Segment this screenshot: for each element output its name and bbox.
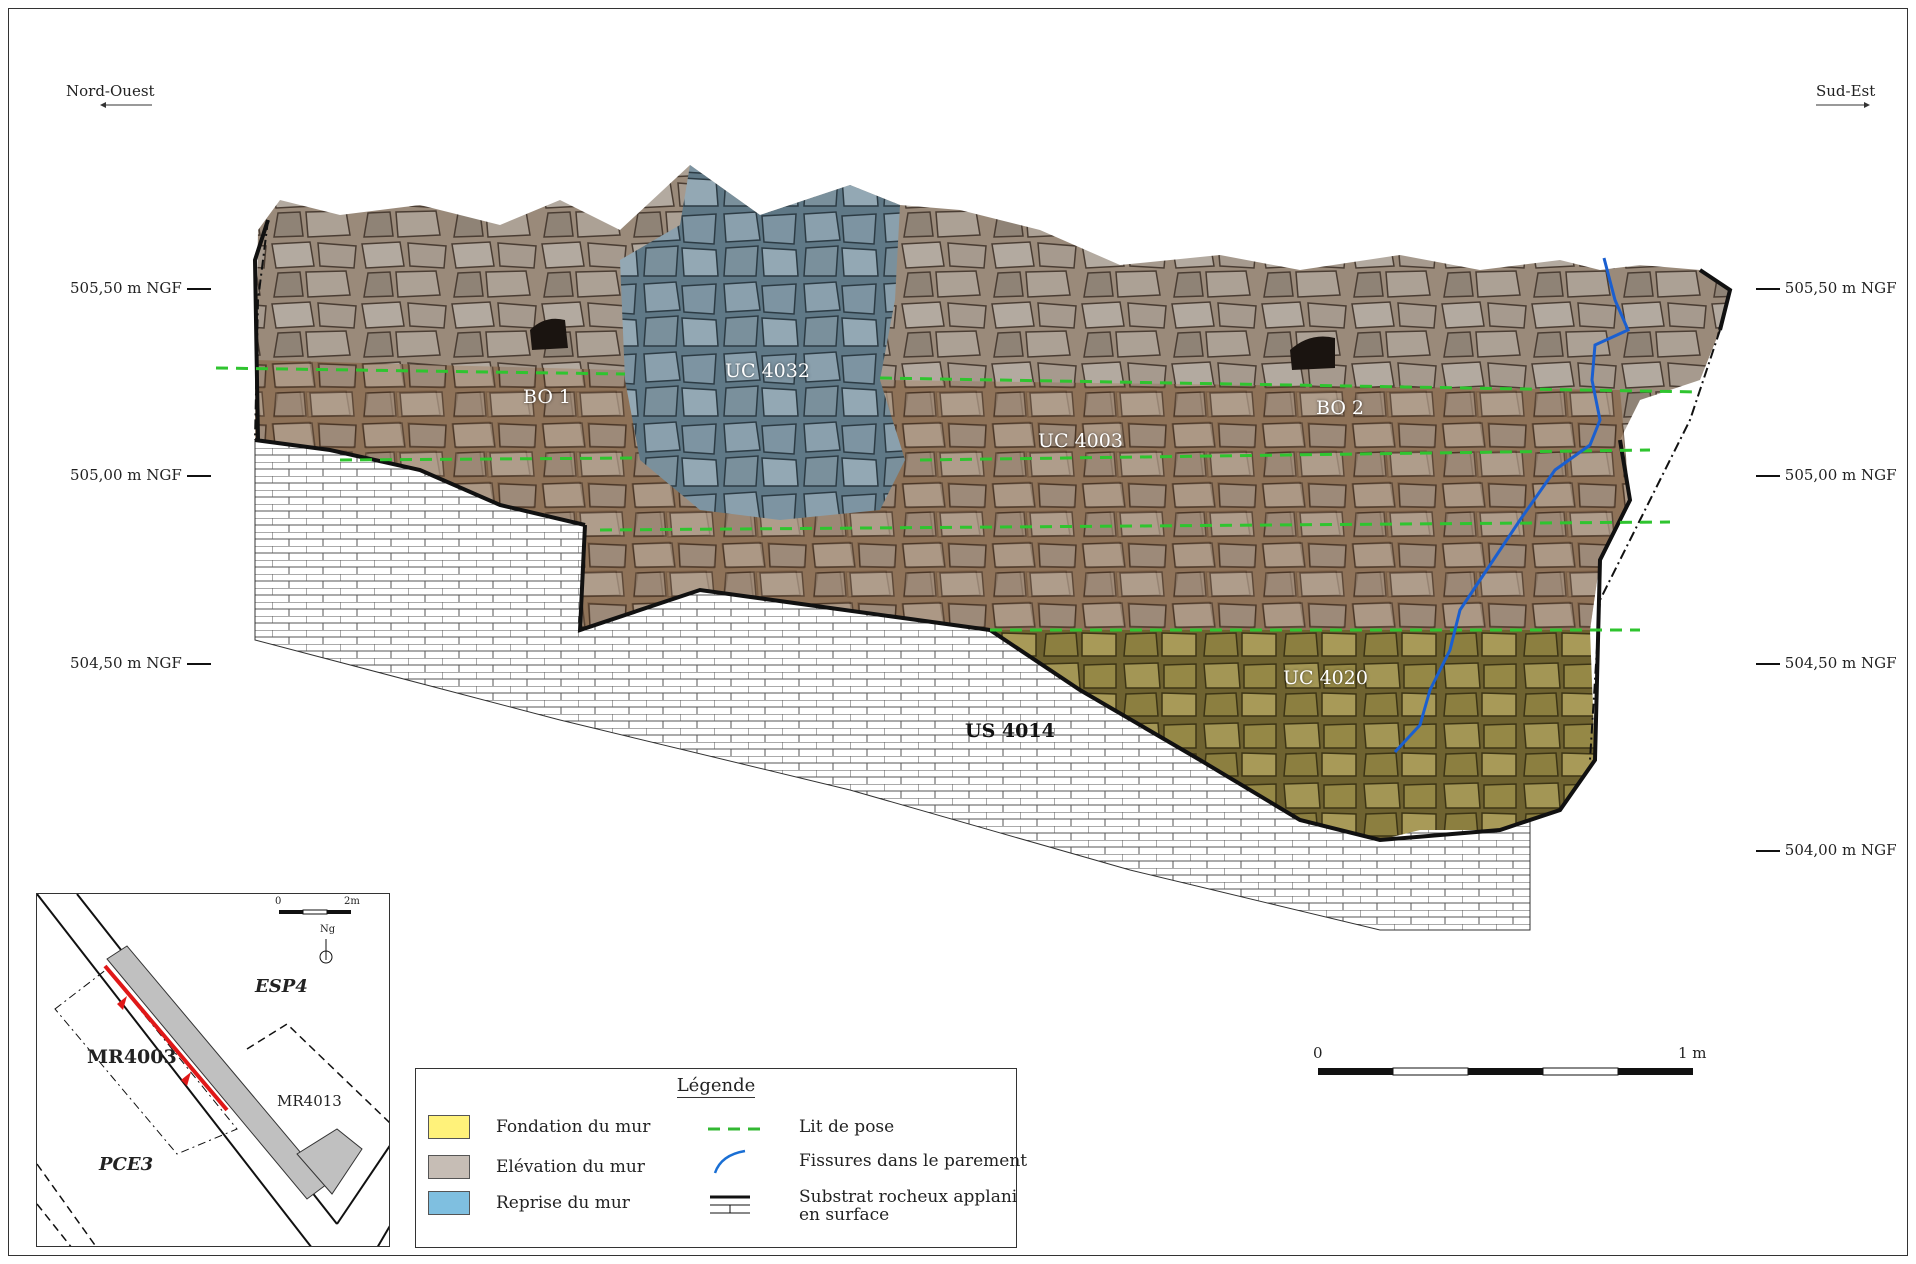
legend-swatch-elevation	[428, 1155, 470, 1179]
legend-label-crack: Fissures dans le parement	[799, 1151, 1028, 1171]
section-line	[103, 964, 229, 1112]
inset-scale-start: 0	[275, 896, 282, 907]
section-arrow-icon	[117, 996, 127, 1010]
direction-northwest: Nord-Ouest	[66, 82, 156, 110]
inset-north-label: Ng	[320, 924, 336, 935]
altitude-tick	[1756, 850, 1780, 852]
altitude-left-2-text: 505,00 m NGF	[70, 466, 182, 484]
altitude-left-2: 505,00 m NGF	[70, 466, 211, 484]
wall-foundation	[990, 630, 1595, 840]
legend-swatch-foundation	[428, 1115, 470, 1139]
wall-repair-section	[620, 165, 905, 520]
label-bo1: BO 1	[523, 386, 572, 408]
wall-mr4013-plan	[296, 1128, 363, 1195]
bedding-line-2	[879, 376, 1701, 394]
altitude-tick	[186, 663, 211, 665]
inset-label-mr4013: MR4013	[277, 1092, 342, 1110]
wall-outline-dashdot	[254, 219, 1721, 761]
label-us4014: US 4014	[965, 720, 1055, 742]
bedding-line-1	[215, 366, 626, 376]
altitude-right-1-text: 505,50 m NGF	[1784, 279, 1897, 297]
direction-southeast: Sud-Est	[1816, 82, 1876, 110]
altitude-right-2: 505,00 m NGF	[1756, 466, 1897, 484]
crack-line	[1393, 257, 1630, 754]
wall-outline	[252, 219, 1733, 843]
legend: Légende Fondation du mur Elévation du mu…	[415, 1068, 1027, 1248]
inset-scale-end: 2m	[344, 896, 360, 907]
legend-bedrock-icon	[710, 1195, 750, 1214]
legend-title: Légende	[416, 1075, 1016, 1098]
altitude-tick	[186, 288, 211, 290]
legend-label-bedrock-2: en surface	[799, 1205, 890, 1225]
beam-hole-2	[1290, 336, 1335, 370]
section-arrow-icon	[181, 1072, 191, 1086]
bedding-lines	[215, 366, 1701, 632]
scale-start-label: 0	[1313, 1044, 1323, 1062]
inset-label-pce3: PCE3	[99, 1154, 154, 1175]
arrow-left-icon	[100, 102, 152, 108]
label-bo2: BO 2	[1316, 397, 1365, 419]
beam-hole-1	[530, 318, 568, 350]
legend-label-elevation: Elévation du mur	[496, 1157, 645, 1177]
altitude-right-2-text: 505,00 m NGF	[1784, 466, 1897, 484]
legend-swatch-repair	[428, 1191, 470, 1215]
altitude-tick	[1756, 288, 1780, 290]
altitude-right-3: 504,50 m NGF	[1756, 654, 1897, 672]
altitude-right-4-text: 504,00 m NGF	[1784, 841, 1897, 859]
figure-frame	[8, 8, 1908, 1256]
label-uc4003: UC 4003	[1038, 430, 1123, 452]
altitude-right-4: 504,00 m NGF	[1756, 841, 1897, 859]
legend-label-repair: Reprise du mur	[496, 1193, 630, 1213]
scale-bar	[1318, 1067, 1693, 1076]
legend-crack-icon	[713, 1149, 746, 1174]
altitude-tick	[186, 475, 211, 477]
location-plan-drawing	[37, 894, 389, 1246]
altitude-left-3-text: 504,50 m NGF	[70, 654, 182, 672]
bedding-line-4	[919, 448, 1651, 462]
legend-label-foundation: Fondation du mur	[496, 1117, 651, 1137]
label-uc4020: UC 4020	[1283, 667, 1368, 689]
inset-label-esp4: ESP4	[255, 976, 308, 997]
bedding-line-5	[599, 520, 1671, 532]
inset-label-mr4003: MR4003	[87, 1046, 177, 1068]
arrow-right-icon	[1816, 102, 1870, 108]
bedding-line-3	[339, 456, 641, 462]
altitude-tick	[1756, 475, 1780, 477]
altitude-left-3: 504,50 m NGF	[70, 654, 211, 672]
scale-end-label: 1 m	[1678, 1044, 1707, 1062]
legend-title-text: Légende	[676, 1075, 756, 1098]
legend-bedding-icon	[708, 1127, 764, 1131]
legend-label-bedrock-1: Substrat rocheux applani	[799, 1187, 1018, 1207]
wall-lower-courses	[255, 360, 1630, 630]
altitude-right-1: 505,50 m NGF	[1756, 279, 1897, 297]
location-plan: 0 2m Ng ESP4 MR4003 MR4013 PCE3	[36, 893, 390, 1247]
direction-northwest-label: Nord-Ouest	[66, 82, 155, 100]
altitude-right-3-text: 504,50 m NGF	[1784, 654, 1897, 672]
legend-label-bedding: Lit de pose	[799, 1117, 895, 1137]
altitude-left-1: 505,50 m NGF	[70, 279, 211, 297]
direction-southeast-label: Sud-Est	[1816, 82, 1876, 100]
label-uc4032: UC 4032	[725, 360, 810, 382]
altitude-tick	[1756, 663, 1780, 665]
altitude-left-1-text: 505,50 m NGF	[70, 279, 182, 297]
